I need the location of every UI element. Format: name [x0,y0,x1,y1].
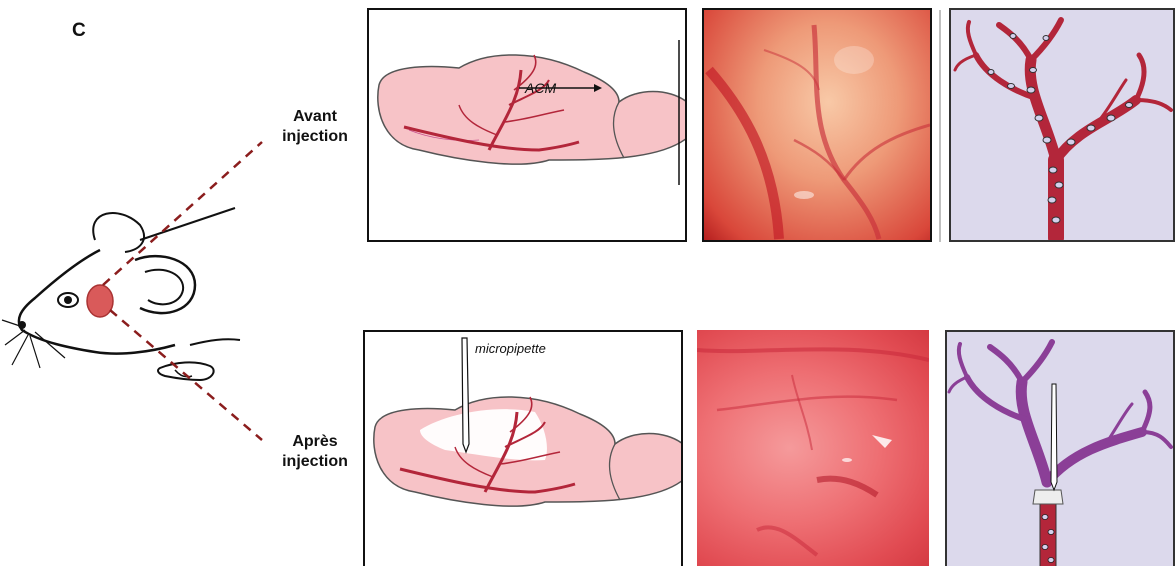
brain-schematic-before: ACM [367,8,687,242]
cortex-photo-before [702,8,932,242]
row-label-after-line2: injection [270,452,360,472]
row-label-before: Avant injection [270,107,360,147]
vessel-schematic-after [945,330,1175,566]
vessel-schematic-before [949,8,1175,242]
row-label-after: Après injection [270,432,360,472]
row-label-after-line1: Après [270,432,360,452]
acm-label: ACM [524,80,556,96]
micropipette-label: micropipette [475,341,546,356]
separator [939,10,941,242]
cortex-photo-after [697,330,929,566]
brain-schematic-after: micropipette [363,330,683,566]
row-label-before-line1: Avant [270,107,360,127]
row-label-before-line2: injection [270,127,360,147]
